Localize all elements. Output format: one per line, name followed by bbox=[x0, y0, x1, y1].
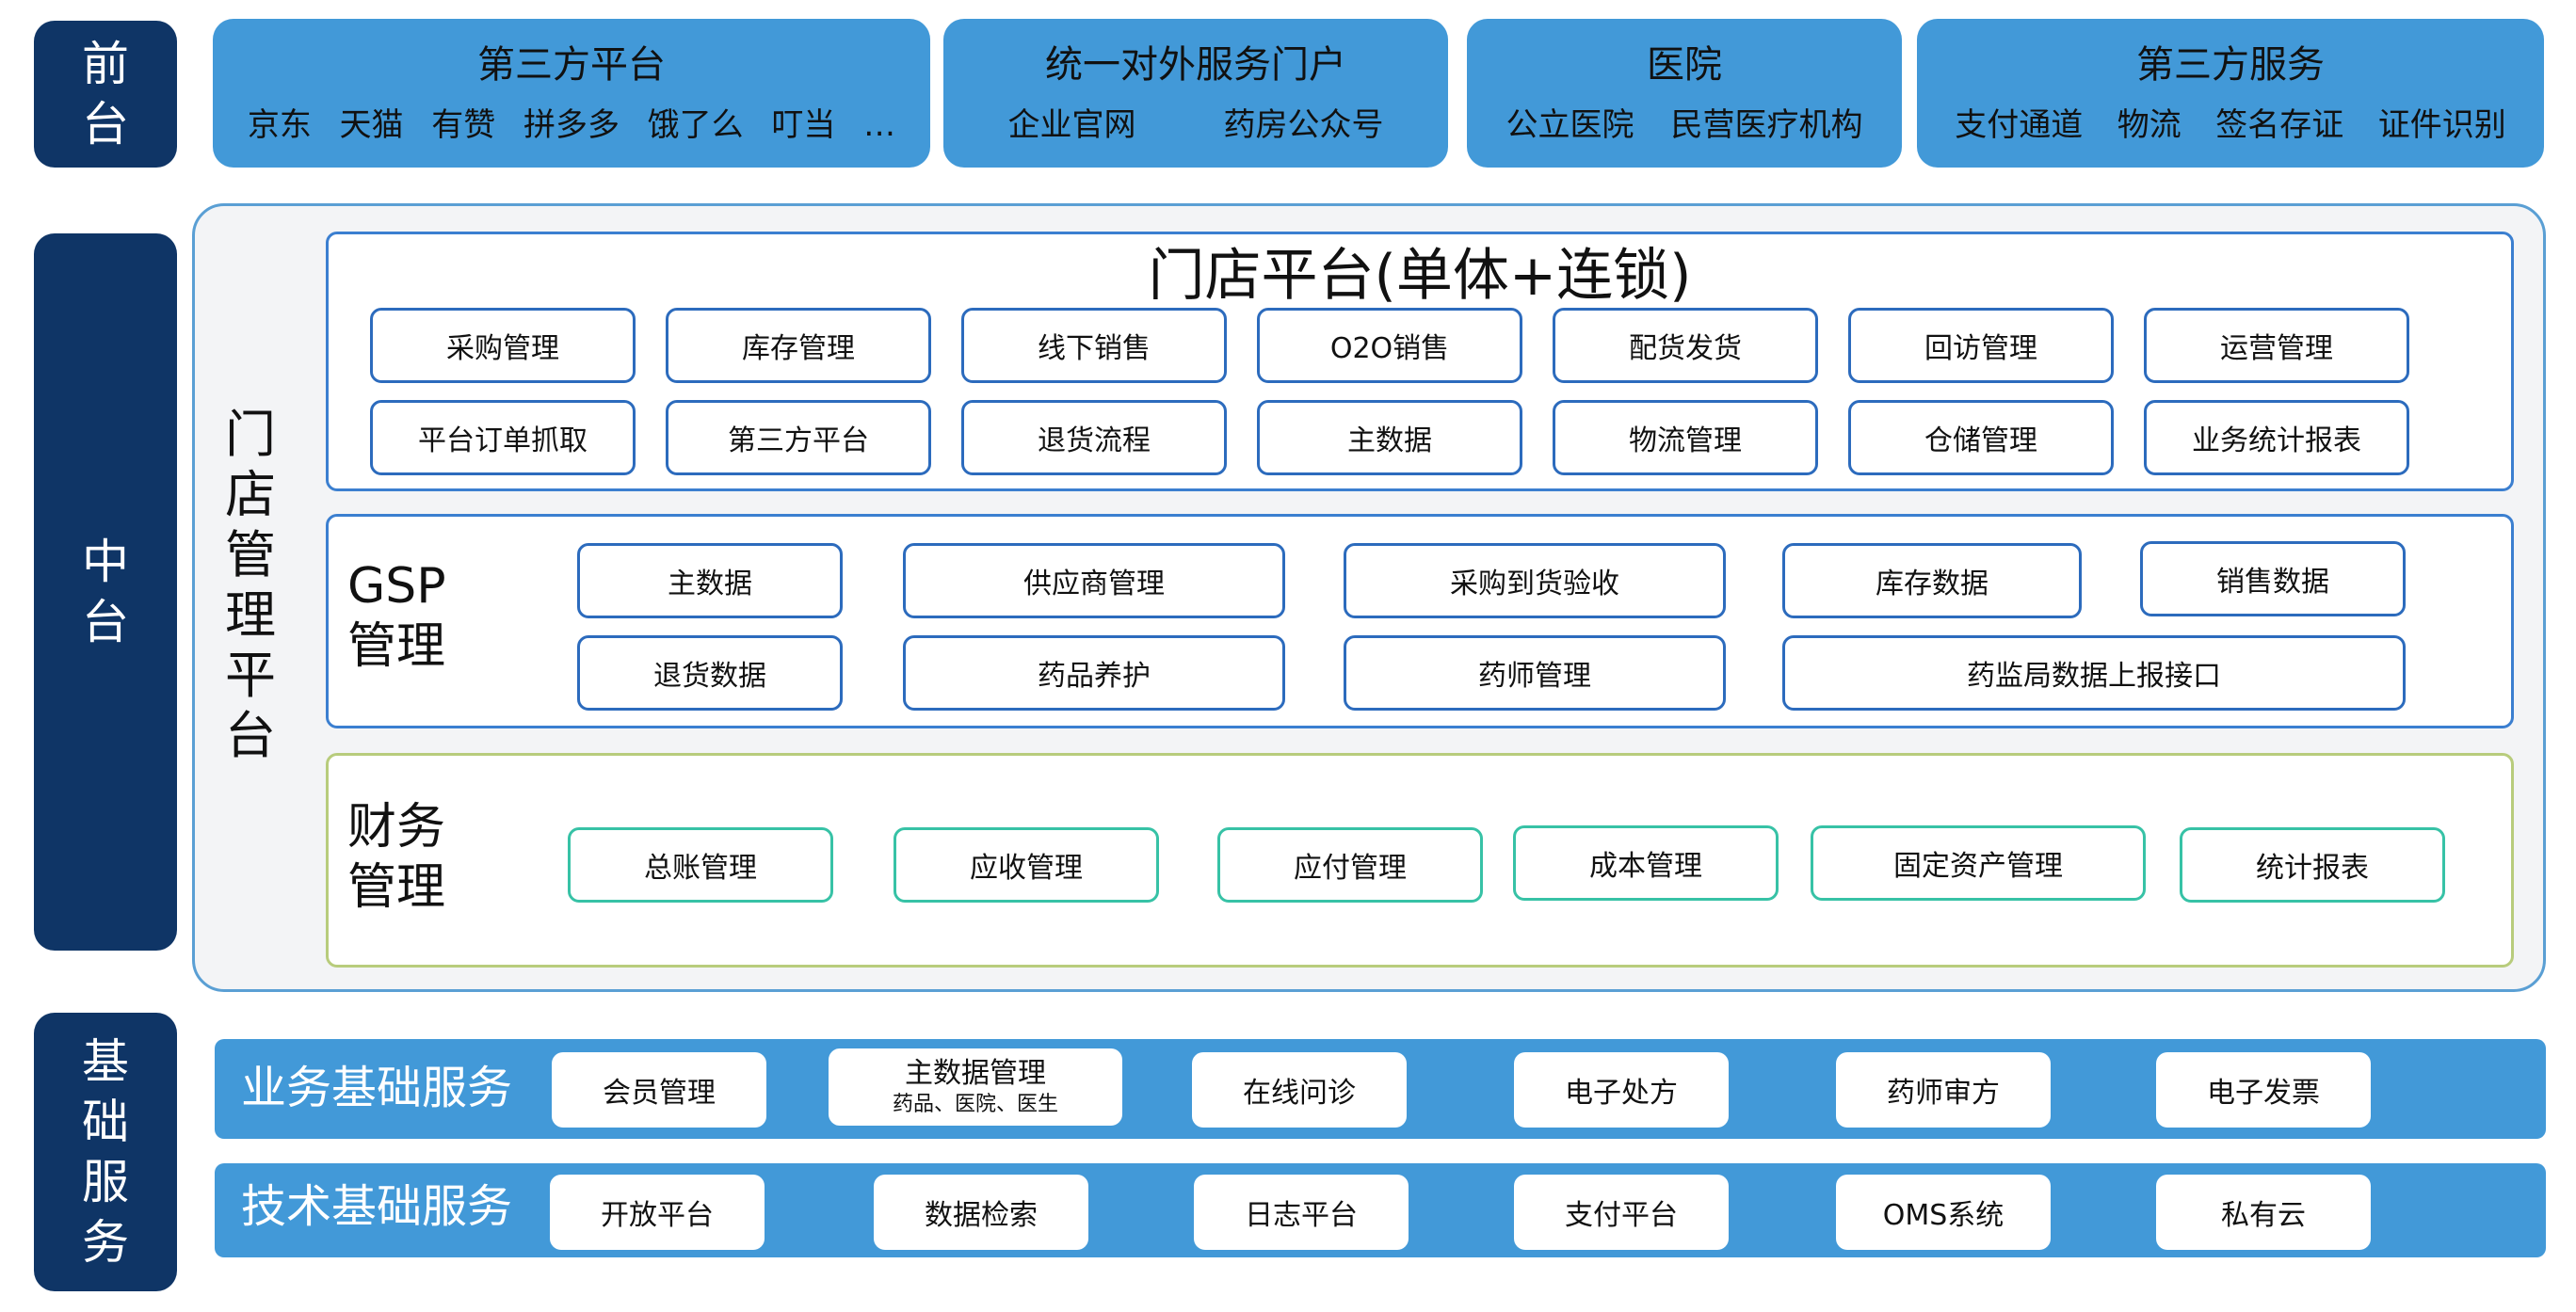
front-item: 物流 bbox=[2117, 106, 2182, 144]
store-module[interactable]: 回访管理 bbox=[1848, 308, 2114, 383]
business-service[interactable]: 在线问诊 bbox=[1192, 1052, 1407, 1128]
front-item: 证件识别 bbox=[2377, 106, 2506, 144]
front-card-items: 支付通道 物流 签名存证 证件识别 bbox=[1917, 104, 2544, 147]
store-management-platform-title: 门 店 管 理 平 台 bbox=[225, 405, 276, 765]
tech-service[interactable]: OMS系统 bbox=[1836, 1175, 2051, 1250]
business-service[interactable]: 主数据管理 药品、医院、医生 bbox=[829, 1048, 1122, 1126]
finance-module[interactable]: 应付管理 bbox=[1217, 827, 1483, 903]
business-service[interactable]: 药师审方 bbox=[1836, 1052, 2051, 1128]
side-label-middle: 中 台 bbox=[34, 233, 177, 951]
front-item: 民营医疗机构 bbox=[1670, 106, 1863, 144]
store-module[interactable]: 物流管理 bbox=[1553, 400, 1818, 475]
finance-module[interactable]: 应收管理 bbox=[894, 827, 1159, 903]
gsp-module[interactable]: 退货数据 bbox=[577, 635, 843, 711]
finance-module[interactable]: 固定资产管理 bbox=[1811, 825, 2146, 901]
tech-service[interactable]: 日志平台 bbox=[1194, 1175, 1409, 1250]
business-base-label: 业务基础服务 bbox=[241, 1062, 513, 1114]
front-card-title: 医院 bbox=[1647, 43, 1722, 87]
front-item: 支付通道 bbox=[1955, 106, 2084, 144]
business-service[interactable]: 电子处方 bbox=[1514, 1052, 1729, 1128]
front-card-items: 京东 天猫 有赞 拼多多 饿了么 叮当 … bbox=[213, 104, 930, 147]
front-item: 京东 bbox=[247, 106, 312, 144]
front-card-title: 统一对外服务门户 bbox=[1045, 43, 1346, 87]
store-module[interactable]: 仓储管理 bbox=[1848, 400, 2114, 475]
store-module[interactable]: 业务统计报表 bbox=[2144, 400, 2409, 475]
store-module[interactable]: 第三方平台 bbox=[666, 400, 931, 475]
finance-module[interactable]: 总账管理 bbox=[568, 827, 833, 903]
gsp-module[interactable]: 药监局数据上报接口 bbox=[1782, 635, 2406, 711]
front-card-items: 公立医院 民营医疗机构 bbox=[1467, 104, 1902, 147]
tech-service[interactable]: 开放平台 bbox=[550, 1175, 765, 1250]
business-base-band: 业务基础服务 会员管理 主数据管理 药品、医院、医生 在线问诊 电子处方 药师审… bbox=[215, 1039, 2546, 1139]
front-item: 签名存证 bbox=[2215, 106, 2344, 144]
tech-service[interactable]: 私有云 bbox=[2156, 1175, 2371, 1250]
front-card-title: 第三方平台 bbox=[477, 43, 666, 87]
store-module[interactable]: 库存管理 bbox=[666, 308, 931, 383]
front-item: 有赞 bbox=[431, 106, 496, 144]
gsp-module[interactable]: 药品养护 bbox=[903, 635, 1285, 711]
front-item: 企业官网 bbox=[1007, 106, 1136, 144]
gsp-module[interactable]: 药师管理 bbox=[1344, 635, 1726, 711]
tech-service[interactable]: 支付平台 bbox=[1514, 1175, 1729, 1250]
store-module[interactable]: 平台订单抓取 bbox=[370, 400, 636, 475]
finance-panel: 财务 管理 总账管理 应收管理 应付管理 成本管理 固定资产管理 统计报表 bbox=[326, 753, 2514, 968]
front-card-hospital: 医院 公立医院 民营医疗机构 bbox=[1467, 19, 1902, 168]
tech-base-band: 技术基础服务 开放平台 数据检索 日志平台 支付平台 OMS系统 私有云 bbox=[215, 1163, 2546, 1257]
store-module[interactable]: 线下销售 bbox=[961, 308, 1227, 383]
gsp-module[interactable]: 采购到货验收 bbox=[1344, 543, 1726, 618]
front-card-items: 企业官网 药房公众号 bbox=[943, 104, 1448, 147]
front-card-portal: 统一对外服务门户 企业官网 药房公众号 bbox=[943, 19, 1448, 168]
side-label-base: 基 础 服 务 bbox=[34, 1013, 177, 1291]
store-module[interactable]: 主数据 bbox=[1257, 400, 1522, 475]
store-module[interactable]: 配货发货 bbox=[1553, 308, 1818, 383]
front-card-title: 第三方服务 bbox=[2136, 43, 2325, 87]
store-module[interactable]: 运营管理 bbox=[2144, 308, 2409, 383]
front-item: 拼多多 bbox=[523, 106, 620, 144]
store-module[interactable]: 采购管理 bbox=[370, 308, 636, 383]
store-module[interactable]: O2O销售 bbox=[1257, 308, 1522, 383]
finance-module[interactable]: 成本管理 bbox=[1513, 825, 1779, 901]
finance-module[interactable]: 统计报表 bbox=[2180, 827, 2445, 903]
front-card-third-party-platform: 第三方平台 京东 天猫 有赞 拼多多 饿了么 叮当 … bbox=[213, 19, 930, 168]
front-item: 叮当 bbox=[771, 106, 836, 144]
business-service[interactable]: 电子发票 bbox=[2156, 1052, 2371, 1128]
store-platform-panel: 门店平台(单体+连锁) 采购管理 库存管理 线下销售 O2O销售 配货发货 回访… bbox=[326, 232, 2514, 491]
gsp-module[interactable]: 销售数据 bbox=[2140, 541, 2406, 616]
tech-base-label: 技术基础服务 bbox=[241, 1180, 513, 1233]
store-platform-title: 门店平台(单体+连锁) bbox=[1148, 243, 1692, 309]
front-item: 饿了么 bbox=[647, 106, 744, 144]
front-card-third-party-service: 第三方服务 支付通道 物流 签名存证 证件识别 bbox=[1917, 19, 2544, 168]
gsp-module[interactable]: 库存数据 bbox=[1782, 543, 2082, 618]
tech-service[interactable]: 数据检索 bbox=[874, 1175, 1088, 1250]
finance-label: 财务 管理 bbox=[347, 799, 446, 916]
gsp-panel: GSP 管理 主数据 供应商管理 采购到货验收 库存数据 销售数据 退货数据 药… bbox=[326, 514, 2514, 728]
front-item: 药房公众号 bbox=[1223, 106, 1384, 144]
front-item: 天猫 bbox=[339, 106, 404, 144]
store-module[interactable]: 退货流程 bbox=[961, 400, 1227, 475]
side-label-front: 前 台 bbox=[34, 21, 177, 168]
gsp-module[interactable]: 供应商管理 bbox=[903, 543, 1285, 618]
front-item: 公立医院 bbox=[1505, 106, 1634, 144]
business-service[interactable]: 会员管理 bbox=[552, 1052, 766, 1128]
gsp-label: GSP 管理 bbox=[347, 558, 446, 675]
front-item: … bbox=[863, 106, 896, 144]
gsp-module[interactable]: 主数据 bbox=[577, 543, 843, 618]
